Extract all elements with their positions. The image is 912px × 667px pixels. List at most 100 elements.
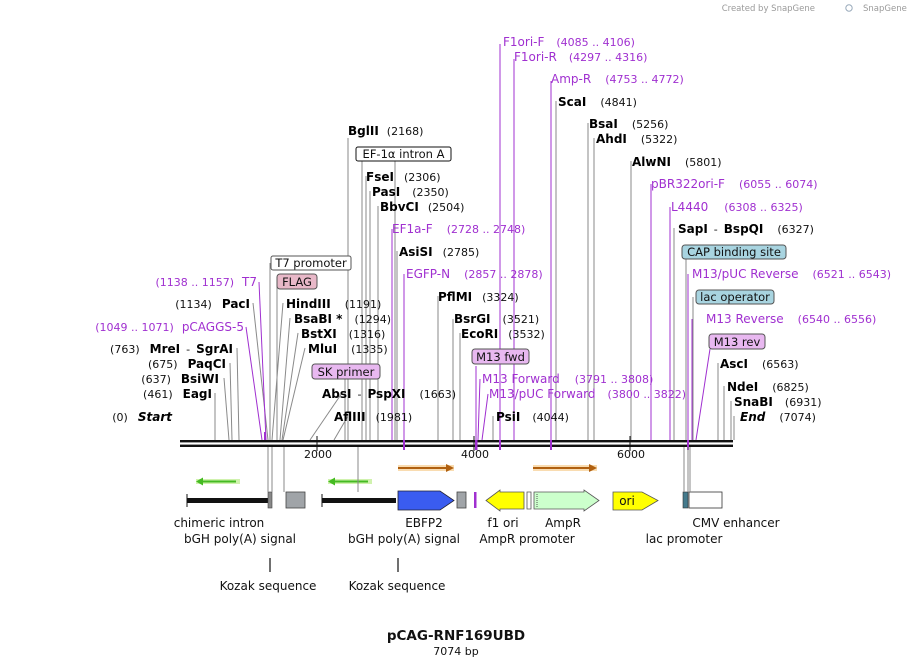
site-paci[interactable]: (1134)PacI xyxy=(175,297,250,311)
primer-ef1a-f[interactable]: EF1a-F(2728 .. 2748) xyxy=(392,222,525,236)
sk-primer-label: SK primer xyxy=(318,365,375,379)
primer-m13puc-forward[interactable]: M13/pUC Forward(3800 .. 3822) xyxy=(489,387,686,401)
site-bsiwi[interactable]: (637)BsiWI xyxy=(141,372,219,386)
site-bsabi[interactable]: BsaBI *(1294) xyxy=(294,312,391,326)
site-absi-pspxi[interactable]: AbsI-PspXI(1663) xyxy=(322,387,456,401)
snapgene-logo-icon xyxy=(845,4,853,12)
flag-label: FLAG xyxy=(282,275,312,289)
ef1a-intron-box[interactable]: EF-1α intron A xyxy=(355,146,452,162)
primer-m13-forward[interactable]: M13 Forward(3791 .. 3808) xyxy=(482,372,653,386)
primer-l4440[interactable]: L4440(6308 .. 6325) xyxy=(671,200,803,214)
feature-grey-2 xyxy=(456,491,467,509)
ruler-tick-6000: 6000 xyxy=(617,448,645,461)
site-bstxi[interactable]: BstXI(1316) xyxy=(301,327,385,341)
m13-rev-box[interactable]: M13 rev xyxy=(708,333,766,350)
lac-operator-label: lac operator xyxy=(700,290,770,304)
site-start[interactable]: (0)Start xyxy=(112,410,173,424)
site-mlui[interactable]: MluI(1335) xyxy=(308,342,388,356)
ampr-promoter-label: AmpR promoter xyxy=(479,532,574,546)
chimeric-intron-label: chimeric intron xyxy=(174,516,265,530)
ebfp2-label: EBFP2 xyxy=(405,516,443,530)
site-asci[interactable]: AscI(6563) xyxy=(720,357,799,371)
primer-m13-reverse[interactable]: M13 Reverse(6540 .. 6556) xyxy=(706,312,876,326)
site-ahdi[interactable]: AhdI(5322) xyxy=(596,132,677,146)
orf-arrow-3 xyxy=(398,464,454,472)
site-psii[interactable]: PsiI(4044) xyxy=(496,410,569,424)
site-ecori[interactable]: EcoRI(3532) xyxy=(461,327,545,341)
site-hindiii[interactable]: HindIII(1191) xyxy=(286,297,381,311)
ori-feature xyxy=(612,491,659,511)
bgh-polya-label-1: bGH poly(A) signal xyxy=(184,532,296,546)
orf-arrow-2 xyxy=(328,477,372,486)
site-alwni[interactable]: AlwNI(5801) xyxy=(632,155,722,169)
ori-inner-label: ori xyxy=(619,494,635,508)
primer-f1ori-f[interactable]: F1ori-F(4085 .. 4106) xyxy=(503,35,635,49)
primer-t7[interactable]: (1138 .. 1157)T7 xyxy=(155,275,257,289)
kozak-label-1: Kozak sequence xyxy=(220,579,317,593)
site-mrei-sgrai[interactable]: (763)MreI-SgrAI xyxy=(110,342,233,356)
site-scai[interactable]: ScaI(4841) xyxy=(558,95,637,109)
t7-promoter-label: T7 promoter xyxy=(274,256,347,270)
primer-egfp-n[interactable]: EGFP-N(2857 .. 2878) xyxy=(406,267,543,281)
feature-marker-purple xyxy=(474,492,477,508)
site-bsai[interactable]: BsaI(5256) xyxy=(589,117,668,131)
plasmid-length: 7074 bp xyxy=(433,645,478,658)
cmv-enhancer-label: CMV enhancer xyxy=(692,516,779,530)
feature-grey-1 xyxy=(285,491,306,509)
lac-operator-box[interactable]: lac operator xyxy=(695,289,775,305)
site-afliii[interactable]: AflIII(1981) xyxy=(334,410,412,424)
site-connector-lines xyxy=(214,101,735,441)
primer-m13puc-reverse[interactable]: M13/pUC Reverse(6521 .. 6543) xyxy=(692,267,891,281)
orf-arrow-4 xyxy=(533,464,597,472)
orf-arrow-1 xyxy=(196,477,240,486)
site-eagi[interactable]: (461)EagI xyxy=(143,387,212,401)
primer-connector-lines xyxy=(245,44,711,441)
plasmid-name: pCAG-RNF169UBD xyxy=(387,628,525,644)
credit-text: Created by SnapGene xyxy=(722,4,815,14)
site-pflmi[interactable]: PflMI(3324) xyxy=(438,290,519,304)
credit-brand: SnapGene xyxy=(863,4,907,14)
f1-ori-label: f1 ori xyxy=(487,516,518,530)
primer-f1ori-r[interactable]: F1ori-R(4297 .. 4316) xyxy=(514,50,647,64)
cap-binding-site-label: CAP binding site xyxy=(687,245,781,259)
sequence-backbone xyxy=(180,436,733,451)
ruler-tick-2000: 2000 xyxy=(304,448,332,461)
f1-ori-feature xyxy=(485,489,525,512)
site-end[interactable]: End(7074) xyxy=(740,410,816,424)
ampr-promoter-feature xyxy=(526,491,532,510)
flag-box[interactable]: FLAG xyxy=(276,273,318,290)
chimeric-intron-bar xyxy=(187,498,268,503)
primer-pcaggs-5[interactable]: (1049 .. 1071)pCAGGS-5 xyxy=(95,320,244,334)
site-bsrgi[interactable]: BsrGI(3521) xyxy=(454,312,539,326)
site-ndei[interactable]: NdeI(6825) xyxy=(727,380,809,394)
feature-track: ori xyxy=(186,447,723,572)
site-bglii[interactable]: BglII(2168) xyxy=(348,124,423,138)
bgh-polya-1 xyxy=(267,491,273,509)
site-asisi[interactable]: AsiSI(2785) xyxy=(399,245,479,259)
m13-fwd-box[interactable]: M13 fwd xyxy=(471,348,530,365)
site-pasi[interactable]: PasI(2350) xyxy=(372,185,449,199)
site-bbvci[interactable]: BbvCI(2504) xyxy=(380,200,464,214)
kozak-label-2: Kozak sequence xyxy=(349,579,446,593)
intron-bar-2 xyxy=(322,498,396,503)
cap-binding-site-box[interactable]: CAP binding site xyxy=(681,244,787,260)
ampr-feature xyxy=(533,489,600,512)
site-fsei[interactable]: FseI(2306) xyxy=(366,170,441,184)
snapgene-credit: Created by SnapGene SnapGene xyxy=(722,4,907,14)
sk-primer-box[interactable]: SK primer xyxy=(311,363,381,380)
site-sapi-bspqi[interactable]: SapI-BspQI(6327) xyxy=(678,222,814,236)
lac-promoter-label: lac promoter xyxy=(646,532,723,546)
bgh-polya-label-2: bGH poly(A) signal xyxy=(348,532,460,546)
site-paqci[interactable]: (675)PaqCI xyxy=(148,357,226,371)
lac-promoter-feature xyxy=(682,491,689,509)
site-snabi[interactable]: SnaBI(6931) xyxy=(734,395,821,409)
m13-fwd-label: M13 fwd xyxy=(476,350,525,364)
primer-pbr322ori-f[interactable]: pBR322ori-F(6055 .. 6074) xyxy=(651,177,818,191)
primer-amp-r[interactable]: Amp-R(4753 .. 4772) xyxy=(551,72,684,86)
ampr-label: AmpR xyxy=(545,516,581,530)
ebfp2-feature xyxy=(397,490,455,511)
t7-promoter-box[interactable]: T7 promoter xyxy=(270,255,352,271)
primer-backbone-marks xyxy=(264,432,689,450)
m13-rev-label: M13 rev xyxy=(714,335,761,349)
